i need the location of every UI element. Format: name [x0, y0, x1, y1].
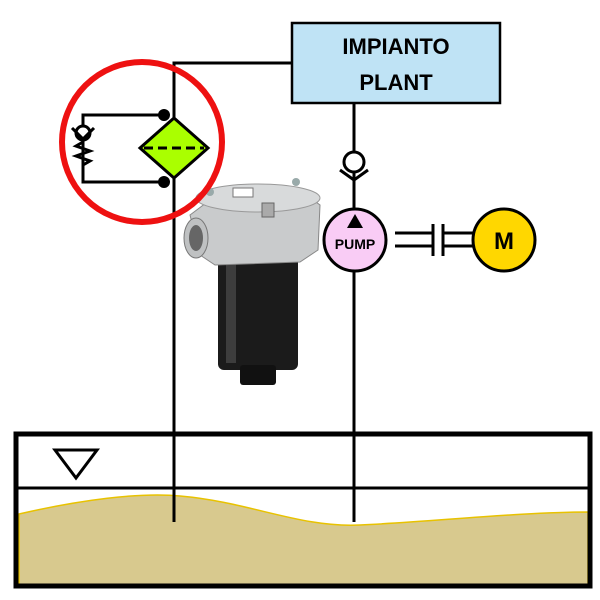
pump-symbol — [322, 207, 388, 273]
check-valve-icon — [339, 150, 369, 182]
bypass-check-valve-icon — [70, 124, 96, 167]
return-filter-photo — [183, 178, 321, 385]
plant-label-en: PLANT — [359, 70, 433, 95]
pump-label: PUMP — [335, 236, 375, 252]
tank — [13, 431, 593, 589]
plant-label-it: IMPIANTO — [342, 34, 449, 59]
tank-fluid — [18, 494, 589, 586]
shaft-coupling — [395, 224, 473, 256]
highlight-ring — [59, 59, 225, 225]
pump-direction-triangle-icon — [347, 214, 363, 228]
motor-symbol — [471, 207, 537, 273]
plant-box — [290, 21, 502, 105]
motor-label: M — [494, 228, 514, 255]
return-line — [172, 61, 292, 522]
fluid-level-triangle-icon — [52, 448, 100, 481]
junction-dot — [158, 109, 170, 121]
junction-dot — [158, 176, 170, 188]
